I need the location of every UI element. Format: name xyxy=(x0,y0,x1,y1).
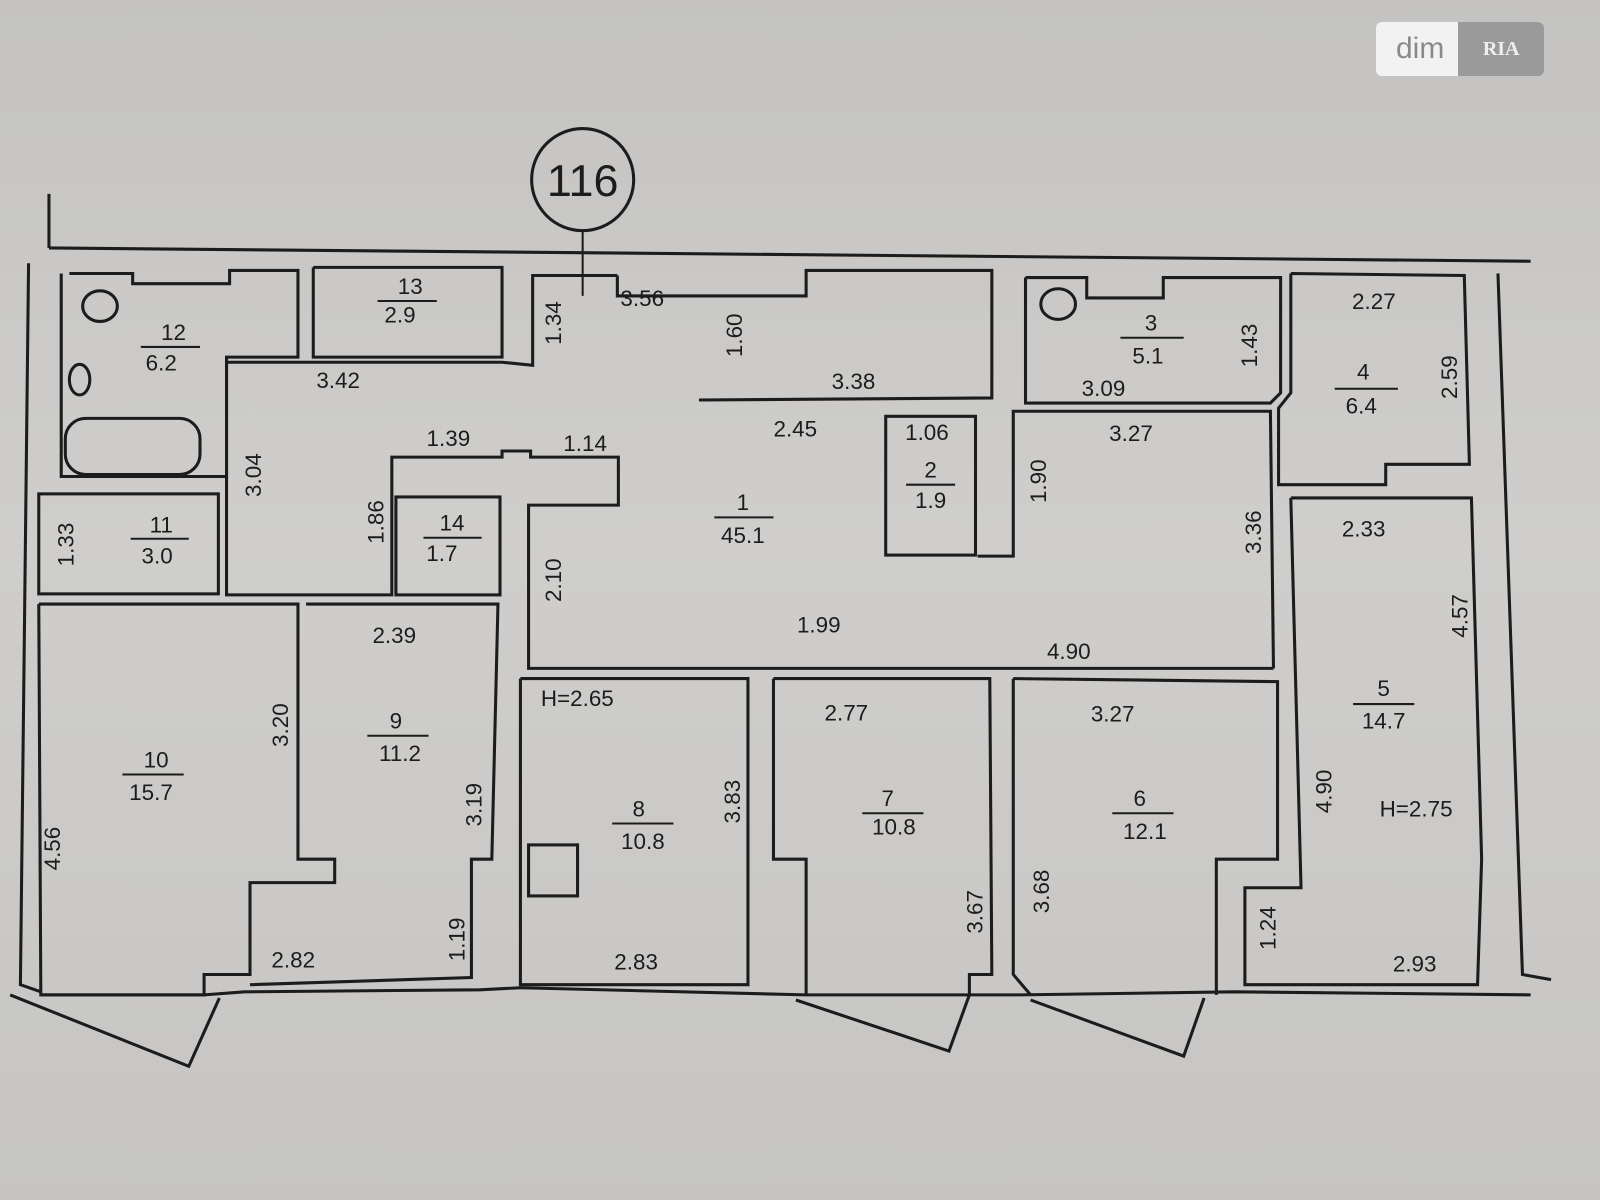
room-label: 8 xyxy=(633,796,645,821)
room-label: 5.1 xyxy=(1132,343,1163,368)
room-label: 6.2 xyxy=(146,350,177,375)
dimension-label: 3.09 xyxy=(1082,376,1126,401)
room-label: 6.4 xyxy=(1346,393,1377,418)
room-label: 4 xyxy=(1357,360,1369,385)
dimension-label: 1.90 xyxy=(1026,459,1051,503)
room-label: 3 xyxy=(1145,311,1157,336)
room-2: 21.9 xyxy=(906,458,956,513)
dimension-label: 3.68 xyxy=(1029,870,1054,914)
dimension-label: 3.27 xyxy=(1109,421,1153,446)
dimension-label: 1.43 xyxy=(1237,324,1262,368)
dimension-label: 3.04 xyxy=(241,453,266,497)
room-label: 1.9 xyxy=(915,488,946,513)
dimension-label: 3.27 xyxy=(1091,701,1135,726)
room-1: 145.1 xyxy=(714,490,774,548)
dimension-label: 2.83 xyxy=(614,949,658,974)
dimension-label: 1.14 xyxy=(563,431,607,456)
room-label: 10.8 xyxy=(872,815,916,840)
room-6: 612.1 xyxy=(1112,786,1174,844)
dimension-label: 1.60 xyxy=(722,313,747,357)
room-label: 12 xyxy=(161,320,186,345)
dimension-label: 2.77 xyxy=(824,700,868,725)
room-label: 2.9 xyxy=(384,302,415,327)
dimension-label: 1.33 xyxy=(53,523,78,567)
room-label: 11 xyxy=(150,513,173,538)
room-8: 810.8 xyxy=(612,796,674,854)
dimension-label: 1.19 xyxy=(444,918,469,962)
room-9: 911.2 xyxy=(367,709,429,766)
dimension-label: 2.39 xyxy=(372,623,416,648)
dimension-label: 1.06 xyxy=(905,420,949,445)
dimension-label: 1.39 xyxy=(427,426,471,451)
dimension-label: 2.10 xyxy=(541,558,566,602)
dimension-label: 1.24 xyxy=(1256,906,1281,950)
dimension-label: 3.67 xyxy=(963,890,988,934)
dimension-label: 2.59 xyxy=(1437,355,1462,399)
room-label: 3.0 xyxy=(142,543,173,568)
dimension-label: 4.90 xyxy=(1047,639,1091,664)
room-label: 10.8 xyxy=(621,829,665,854)
dimension-label: 3.38 xyxy=(832,369,876,394)
room-label: 10 xyxy=(144,747,169,772)
dimension-label: 2.93 xyxy=(1393,951,1437,976)
dimension-label: 1.99 xyxy=(797,613,841,638)
room-label: 5 xyxy=(1377,676,1389,701)
watermark-logo: dim RIA xyxy=(1376,22,1544,76)
dimension-label: 4.57 xyxy=(1447,594,1472,638)
watermark-ria: RIA xyxy=(1458,22,1544,76)
ceiling-height-label: H=2.75 xyxy=(1380,796,1453,821)
dimension-label: 3.19 xyxy=(462,783,487,827)
room-label: 7 xyxy=(882,786,894,811)
ceiling-height-label: H=2.65 xyxy=(541,686,614,711)
toilet-icon xyxy=(81,289,119,323)
room-label: 2 xyxy=(924,458,936,483)
dimension-label: 2.45 xyxy=(773,417,817,442)
dimension-label: 2.33 xyxy=(1342,517,1386,542)
room-label: 1.7 xyxy=(426,541,457,566)
dimension-label: 2.27 xyxy=(1352,289,1396,314)
dimension-label: 1.86 xyxy=(364,500,389,544)
room-label: 6 xyxy=(1134,786,1146,811)
room-label: 9 xyxy=(390,709,402,734)
room-label: 15.7 xyxy=(129,780,173,805)
room-label: 14.7 xyxy=(1362,709,1406,734)
dimension-labels: 3.56 1.34 1.60 3.38 3.42 1.39 1.14 2.45 … xyxy=(40,286,1472,976)
dimension-label: 3.20 xyxy=(268,703,293,747)
plan-number-badge: 116 xyxy=(530,127,636,296)
bathtub-icon xyxy=(63,416,202,477)
room-label: 12.1 xyxy=(1123,819,1167,844)
room-12: 126.2 xyxy=(140,320,200,375)
sink-icon xyxy=(67,362,92,397)
watermark-dim: dim xyxy=(1396,32,1445,65)
room-5: 514.7 xyxy=(1353,676,1415,734)
dimension-label: 4.90 xyxy=(1312,770,1337,814)
room-14: 141.7 xyxy=(423,511,482,566)
room-7: 710.8 xyxy=(862,786,924,840)
dimension-label: 4.56 xyxy=(40,827,65,871)
room-11: 113.0 xyxy=(130,513,189,568)
dimension-label: 2.82 xyxy=(271,947,315,972)
dimension-label: 1.34 xyxy=(541,301,566,345)
room-4: 46.4 xyxy=(1334,360,1398,418)
dimension-label: 3.36 xyxy=(1241,510,1266,554)
room-3: 35.1 xyxy=(1120,311,1184,368)
walls xyxy=(9,193,1552,1069)
toilet-icon xyxy=(1039,287,1078,321)
room-label: 45.1 xyxy=(721,523,765,548)
room-13: 132.9 xyxy=(377,274,437,327)
room-labels: 145.1 21.9 35.1 46.4 514.7 612.1 710.8 8… xyxy=(122,274,1415,854)
room-10: 10 15.7 xyxy=(122,747,184,805)
electrical-panel-icon xyxy=(527,843,580,898)
dimension-label: 3.56 xyxy=(620,286,664,311)
room-label: 14 xyxy=(440,511,465,536)
dimension-label: 3.42 xyxy=(316,368,360,393)
room-label: 13 xyxy=(398,274,423,299)
dimension-label: 3.83 xyxy=(720,780,745,824)
room-label: 1 xyxy=(737,490,749,515)
plan-number: 116 xyxy=(547,155,619,206)
room-label: 11.2 xyxy=(379,741,421,766)
